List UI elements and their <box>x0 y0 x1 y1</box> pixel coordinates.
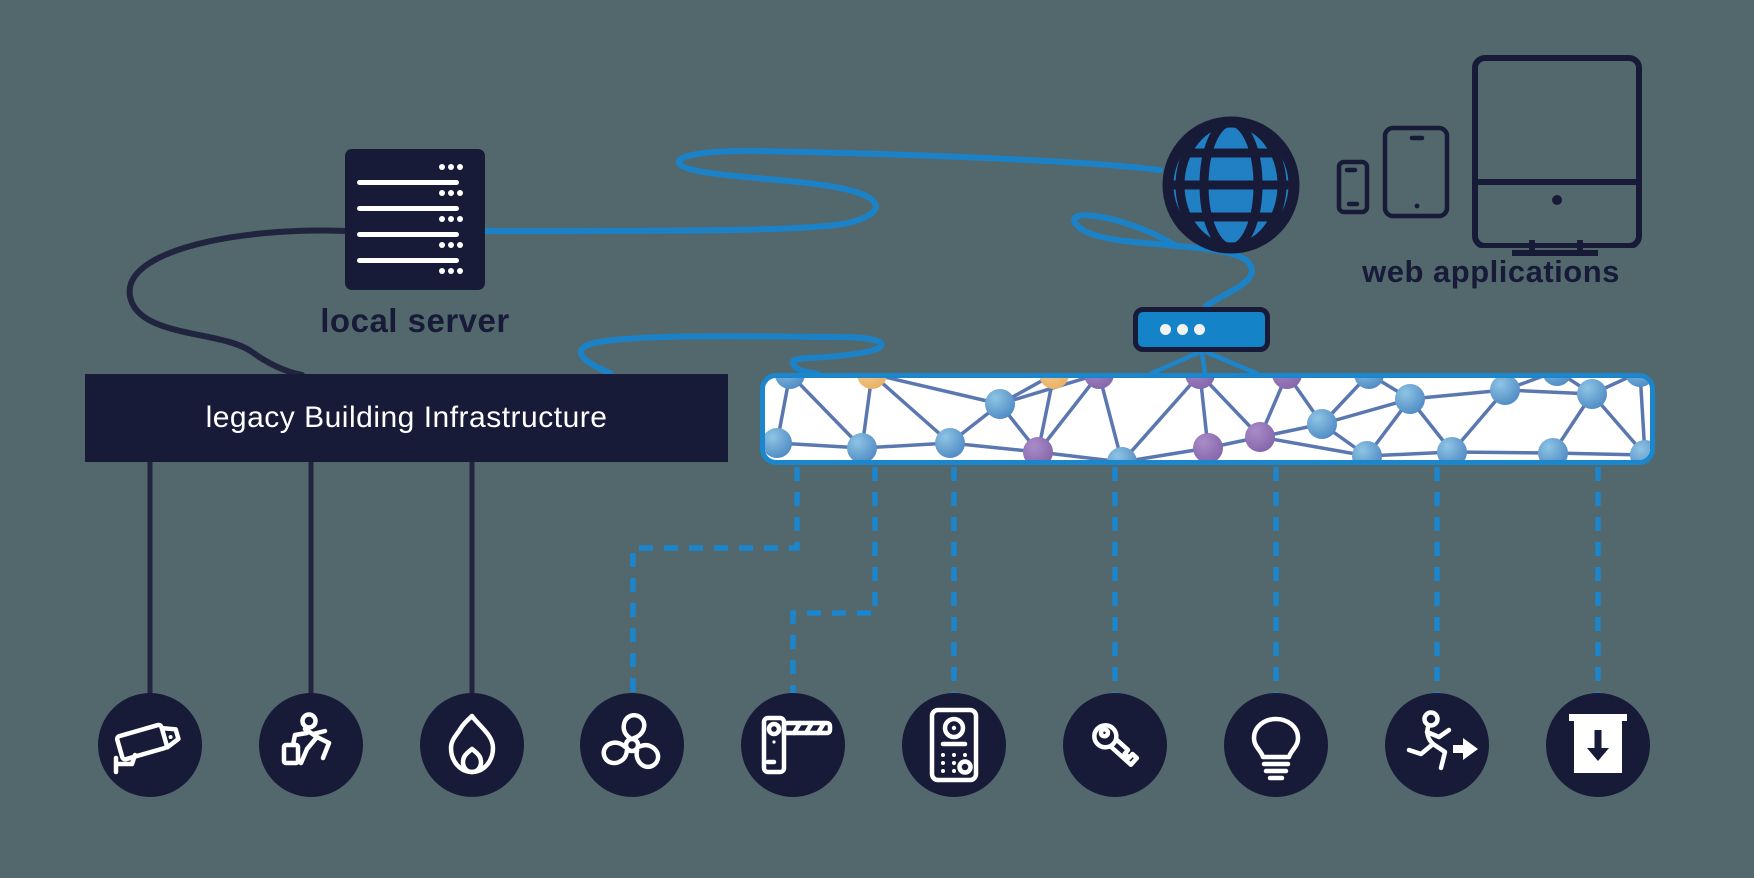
server-to-internet-line <box>482 147 1163 234</box>
intercom-icon <box>929 707 979 783</box>
mesh-node <box>985 389 1015 419</box>
mesh-node <box>1626 378 1650 387</box>
device-cctv-camera <box>98 693 202 797</box>
mesh-node <box>857 378 887 389</box>
mesh-node <box>935 428 965 458</box>
mesh-node <box>1185 378 1215 389</box>
mesh-node <box>1577 379 1607 409</box>
gateway-to-mesh-lines <box>1149 349 1259 377</box>
web-devices <box>1336 55 1642 248</box>
mesh-node <box>765 428 792 458</box>
mesh-node <box>847 433 877 460</box>
local-server-label: local server <box>320 302 510 339</box>
legacy-to-mesh-line <box>577 333 885 377</box>
device-fire-alarm <box>420 693 524 797</box>
mesh-device-lines <box>630 467 1601 693</box>
mesh-node <box>1023 437 1053 460</box>
mesh-node <box>1107 447 1137 460</box>
device-barrier-gate <box>741 693 845 797</box>
mesh-node <box>1538 438 1568 460</box>
fan-icon <box>601 713 661 770</box>
server-lines <box>357 180 459 263</box>
server-dots <box>439 164 463 274</box>
evacuation-icon <box>1406 710 1478 771</box>
mesh-node <box>775 378 805 389</box>
legacy-infrastructure-box: legacy Building Infrastructure <box>85 374 728 462</box>
burglar-icon <box>281 712 332 766</box>
key-icon <box>1092 723 1140 767</box>
mesh-network-band <box>760 373 1655 465</box>
shutter-icon <box>1569 714 1627 773</box>
device-intercom <box>902 693 1006 797</box>
flame-icon <box>448 713 496 775</box>
barrier-gate-icon <box>761 715 833 775</box>
device-evacuation <box>1385 693 1489 797</box>
device-access-key <box>1063 693 1167 797</box>
globe-icon <box>1162 116 1300 254</box>
mesh-node <box>1543 378 1571 386</box>
server-icon <box>345 149 485 290</box>
mesh-node <box>1630 440 1650 460</box>
monitor-stand <box>1512 240 1598 256</box>
device-shutter <box>1546 693 1650 797</box>
mesh-node <box>1352 441 1382 460</box>
device-lighting <box>1224 693 1328 797</box>
mesh-node <box>1354 378 1384 389</box>
light-bulb-icon <box>1251 716 1301 781</box>
mesh-node <box>1395 384 1425 414</box>
mesh-node <box>1084 378 1114 389</box>
mesh-node <box>1437 437 1467 460</box>
mesh-node <box>1193 433 1223 460</box>
mesh-node <box>1307 409 1337 439</box>
mesh-node <box>1039 378 1069 389</box>
device-intrusion-alarm <box>259 693 363 797</box>
smartphone-icon <box>1336 159 1370 215</box>
legacy-infrastructure-label: legacy Building Infrastructure <box>205 401 608 434</box>
mesh-node <box>1490 378 1520 405</box>
legacy-device-lines <box>147 462 475 694</box>
router-dot <box>1194 324 1205 335</box>
web-applications-label: web applications <box>1362 254 1620 289</box>
router-dot <box>1177 324 1188 335</box>
mesh-network-svg <box>765 378 1650 460</box>
router-dot <box>1160 324 1171 335</box>
cctv-camera-icon <box>113 722 181 775</box>
desktop-monitor-icon <box>1472 55 1642 248</box>
mesh-node <box>1272 378 1302 389</box>
mesh-node <box>1245 422 1275 452</box>
router-gateway-icon <box>1133 307 1270 352</box>
tablet-icon <box>1382 125 1450 219</box>
device-ventilation <box>580 693 684 797</box>
